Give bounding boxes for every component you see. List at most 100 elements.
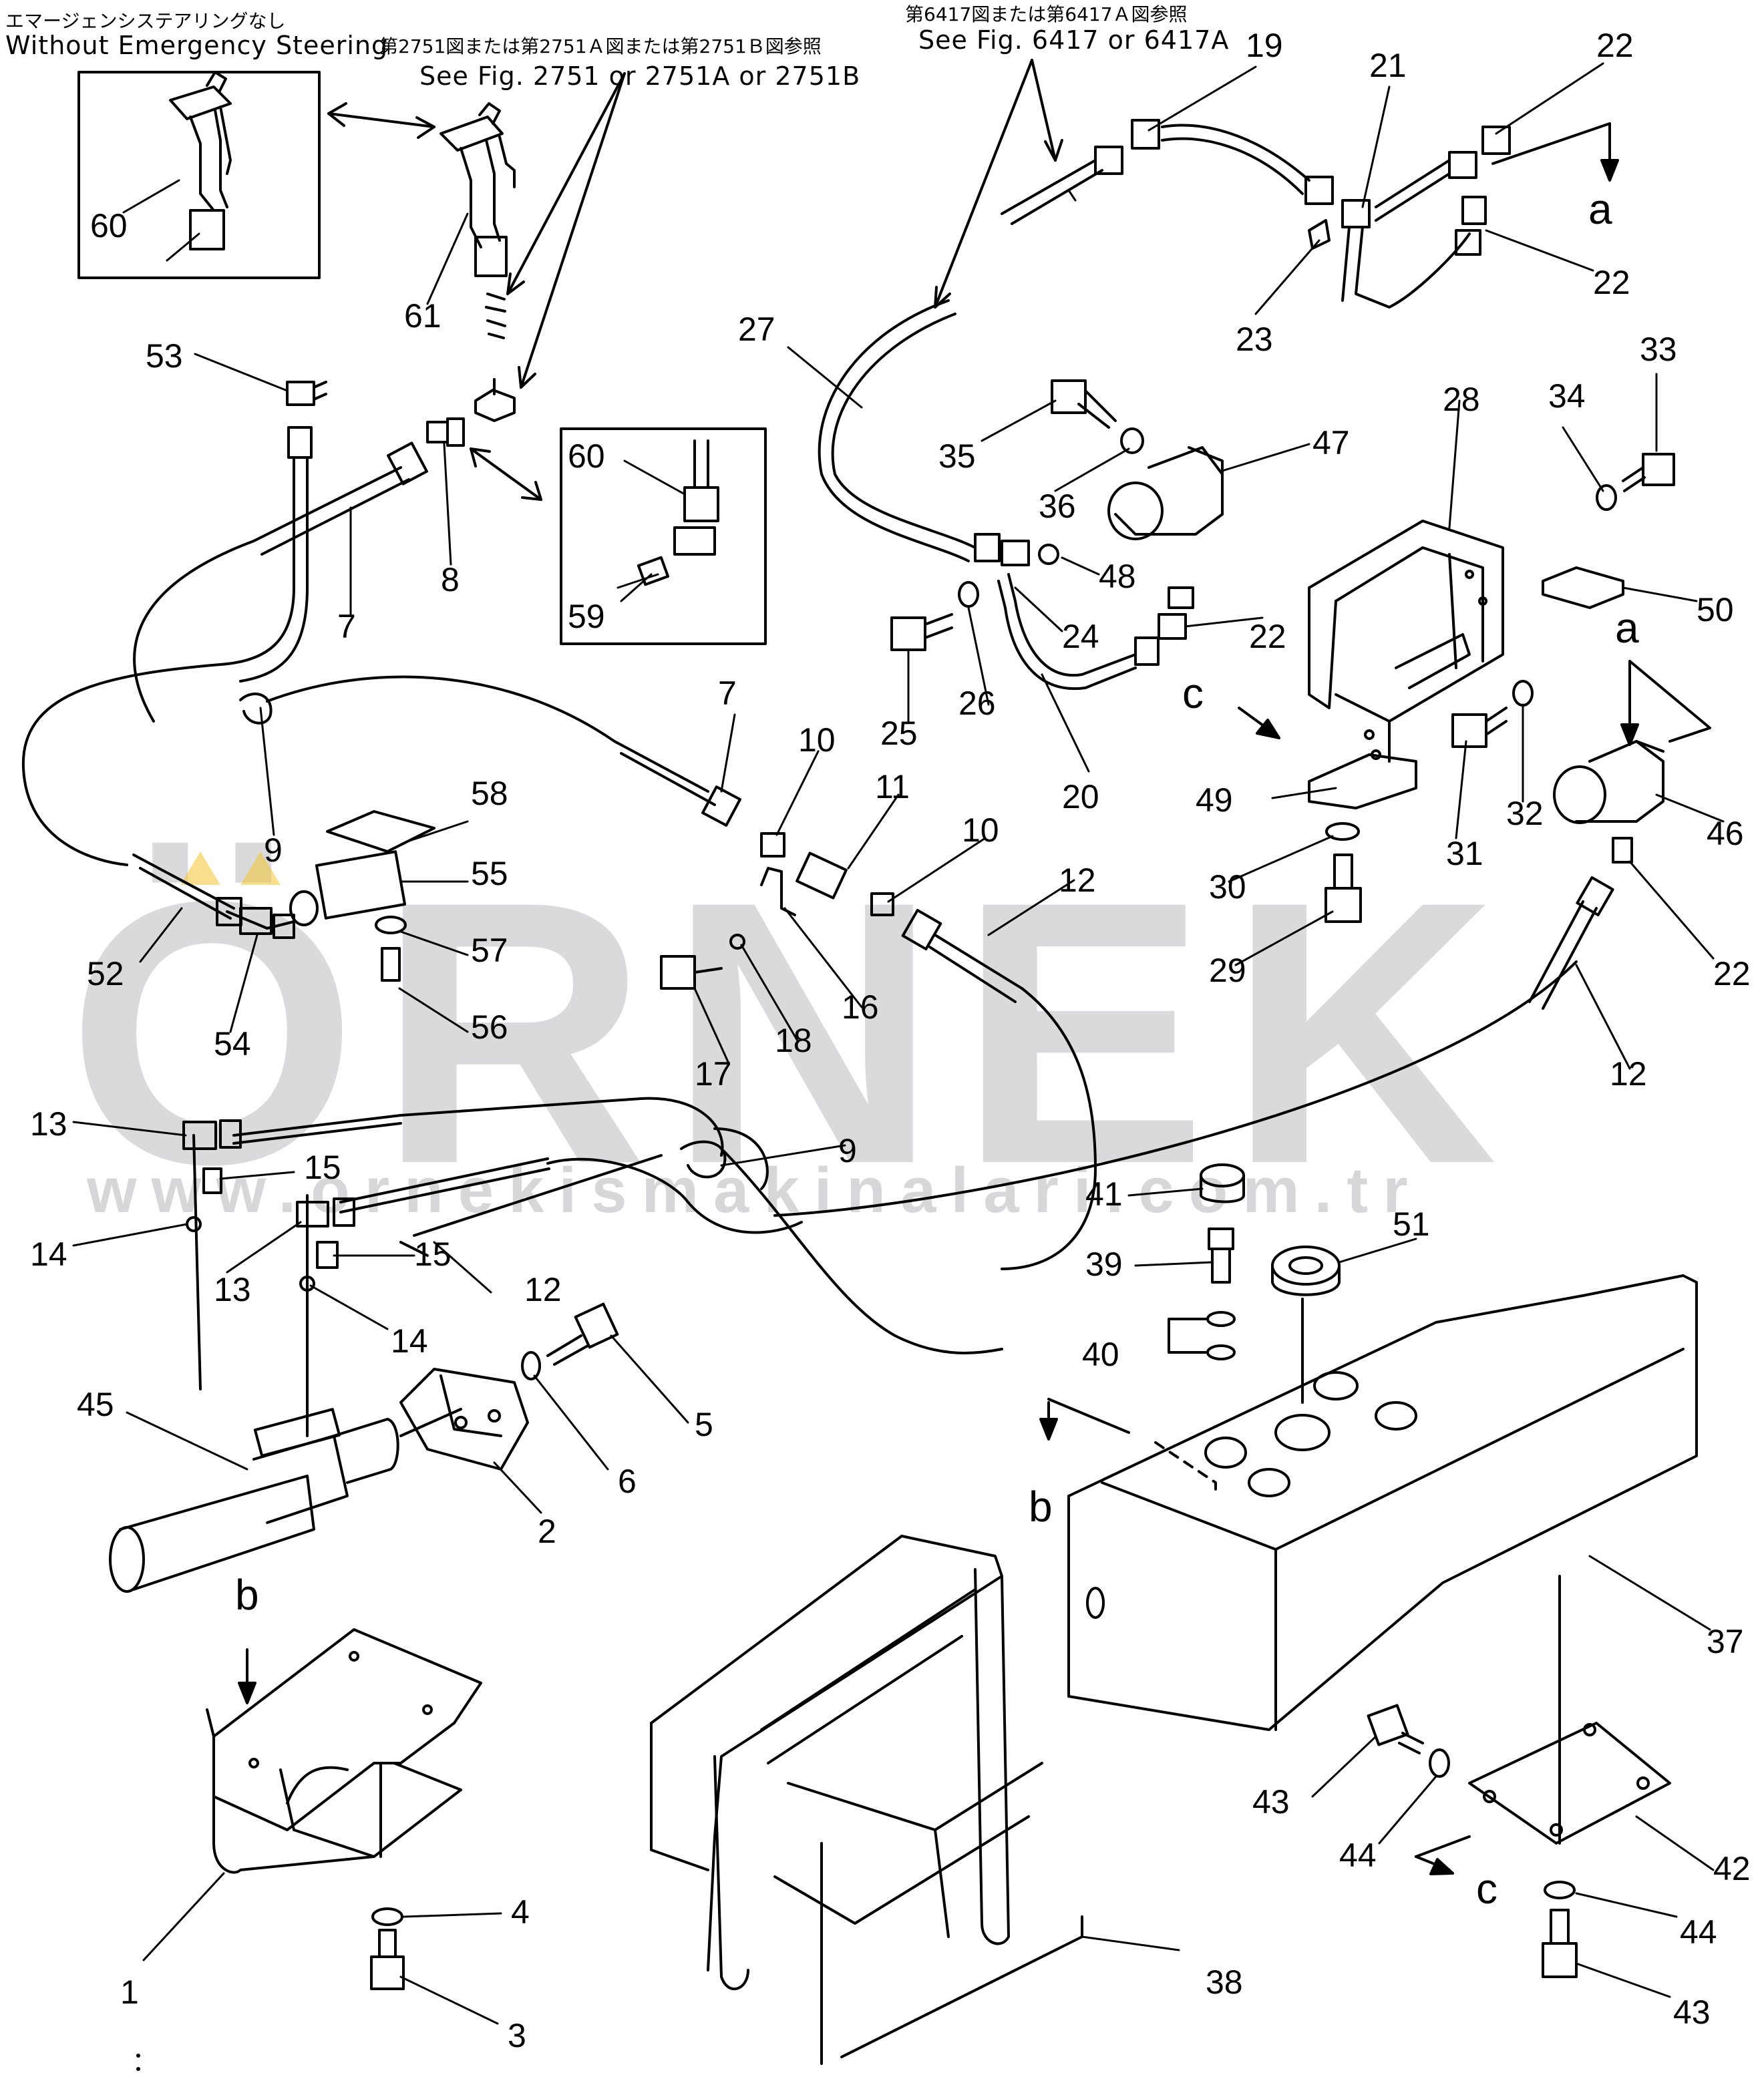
- callout: 31: [1446, 835, 1483, 872]
- callout: 10: [798, 721, 836, 759]
- callout: 33: [1640, 331, 1677, 368]
- callout: 21: [1369, 47, 1407, 84]
- callout: 29: [1209, 952, 1246, 989]
- watermark-accent-right: [240, 852, 281, 885]
- callout: 1: [120, 1973, 139, 2011]
- guard-plate-1: [206, 1628, 482, 1874]
- hose-7-upper: [133, 441, 428, 723]
- callout: 19: [1246, 27, 1283, 64]
- callout: 5: [695, 1406, 713, 1443]
- callout: 52: [87, 955, 124, 992]
- callout: 40: [1082, 1336, 1119, 1373]
- bolt-5-washer-6: [521, 1302, 619, 1380]
- callout: 32: [1506, 795, 1544, 832]
- callout: 30: [1209, 868, 1246, 906]
- plate-42-bolts-43-44: [1367, 1575, 1671, 1978]
- callout: 54: [214, 1025, 251, 1063]
- tube-20-24: [997, 544, 1160, 691]
- pads-49-50: [1308, 566, 1624, 809]
- motor-47: [1107, 446, 1224, 640]
- callout: 11: [875, 768, 910, 805]
- bolt-35-washer-36: [1051, 379, 1144, 454]
- callout: 22: [1596, 27, 1634, 64]
- callout: 58: [471, 775, 508, 812]
- inset-box-valve-detail: [560, 427, 767, 645]
- clamp-9-upper: [239, 693, 273, 725]
- elbow-53-and-hose: [21, 381, 327, 866]
- view-letter-b-tank: b: [1029, 1483, 1053, 1531]
- fig-6417-reference-en: See Fig. 6417 or 6417A: [918, 25, 1230, 55]
- callout: 20: [1062, 778, 1099, 815]
- view-arrow-markers: [238, 122, 1711, 1875]
- callout: 2: [538, 1513, 556, 1550]
- callout: 7: [337, 608, 356, 645]
- callout-numbers: 1 2 3 4 5 6 7 7 8 9 9 10 10 11 12 12 12 …: [30, 27, 1751, 2054]
- view-letter-c-bracket: c: [1182, 669, 1204, 717]
- callout: 44: [1339, 1837, 1377, 1874]
- steering-cylinder-45: [109, 1408, 462, 1593]
- fitting-8: [426, 417, 465, 447]
- hose-12-right: [773, 837, 1633, 1217]
- hose-7-center: [266, 675, 741, 827]
- callout: 34: [1548, 377, 1586, 415]
- callout: 51: [1393, 1205, 1430, 1243]
- inset-box-without-emergency: [77, 71, 321, 279]
- callout: 13: [30, 1105, 67, 1143]
- callout: 48: [1099, 558, 1136, 595]
- callout: 12: [1610, 1055, 1647, 1093]
- callout: 41: [1085, 1175, 1123, 1213]
- callout: 17: [695, 1055, 732, 1093]
- hose-52: [132, 854, 242, 926]
- callout: 38: [1206, 1963, 1243, 2001]
- union-fittings-10-11: [760, 832, 894, 916]
- reference-arrows-6417: [934, 59, 1063, 309]
- clamp-9-lower: [680, 1140, 727, 1179]
- callout: 12: [1059, 862, 1096, 899]
- bolt-29-washer-30: [1325, 822, 1362, 923]
- callout: 49: [1196, 781, 1233, 819]
- spring-and-tee: [474, 293, 516, 422]
- callout: 26: [958, 685, 996, 722]
- fig-6417-reference-jp: 第6417図または第6417Ａ図参照: [905, 3, 1188, 25]
- double-arrow-inset: [327, 102, 435, 139]
- callout: 28: [1443, 381, 1480, 418]
- view-letter-a-middle: a: [1615, 604, 1639, 652]
- callout: 44: [1680, 1913, 1717, 1951]
- bolt-31-washer-32: [1451, 680, 1534, 748]
- fig-2751-reference-en: See Fig. 2751 or 2751A or 2751B: [419, 61, 861, 91]
- bolt-25-washer-26: [890, 581, 979, 651]
- callout: 25: [880, 715, 918, 752]
- double-arrow-valve: [470, 447, 542, 501]
- bracket-28: [1308, 520, 1504, 763]
- motor-46: [1553, 740, 1664, 824]
- callout: 22: [1249, 618, 1286, 655]
- emergency-steering-note-en: Without Emergency Steering: [5, 31, 389, 60]
- callout: 61: [404, 297, 442, 335]
- steering-lever-61: [439, 102, 516, 277]
- bolt-3-washer-4: [370, 1907, 405, 1990]
- callout: 55: [471, 855, 508, 892]
- leader-lines: [72, 62, 1725, 2025]
- tank-37: [1047, 1274, 1698, 1731]
- callout: 4: [511, 1893, 530, 1931]
- callout: 53: [146, 337, 183, 375]
- cylinder-lines: [192, 1097, 1003, 1437]
- reference-arrows-2751: [506, 72, 626, 389]
- watermark-accent-left: [180, 852, 220, 885]
- bracket-2: [399, 1368, 529, 1471]
- callout: 37: [1707, 1623, 1744, 1660]
- callout: 56: [471, 1008, 508, 1046]
- callout: 9: [264, 831, 283, 869]
- callout: 50: [1697, 591, 1734, 628]
- callout: 23: [1236, 321, 1273, 358]
- callout: 60: [90, 207, 128, 244]
- callout: 57: [471, 932, 508, 969]
- view-letters: a a b b c c: [235, 185, 1639, 1913]
- lines-19-21-22-23: [1001, 119, 1511, 309]
- view-letter-a-top: a: [1588, 185, 1612, 233]
- callout: 22: [1593, 264, 1630, 301]
- callout: 35: [938, 437, 976, 475]
- callout: 7: [718, 675, 737, 712]
